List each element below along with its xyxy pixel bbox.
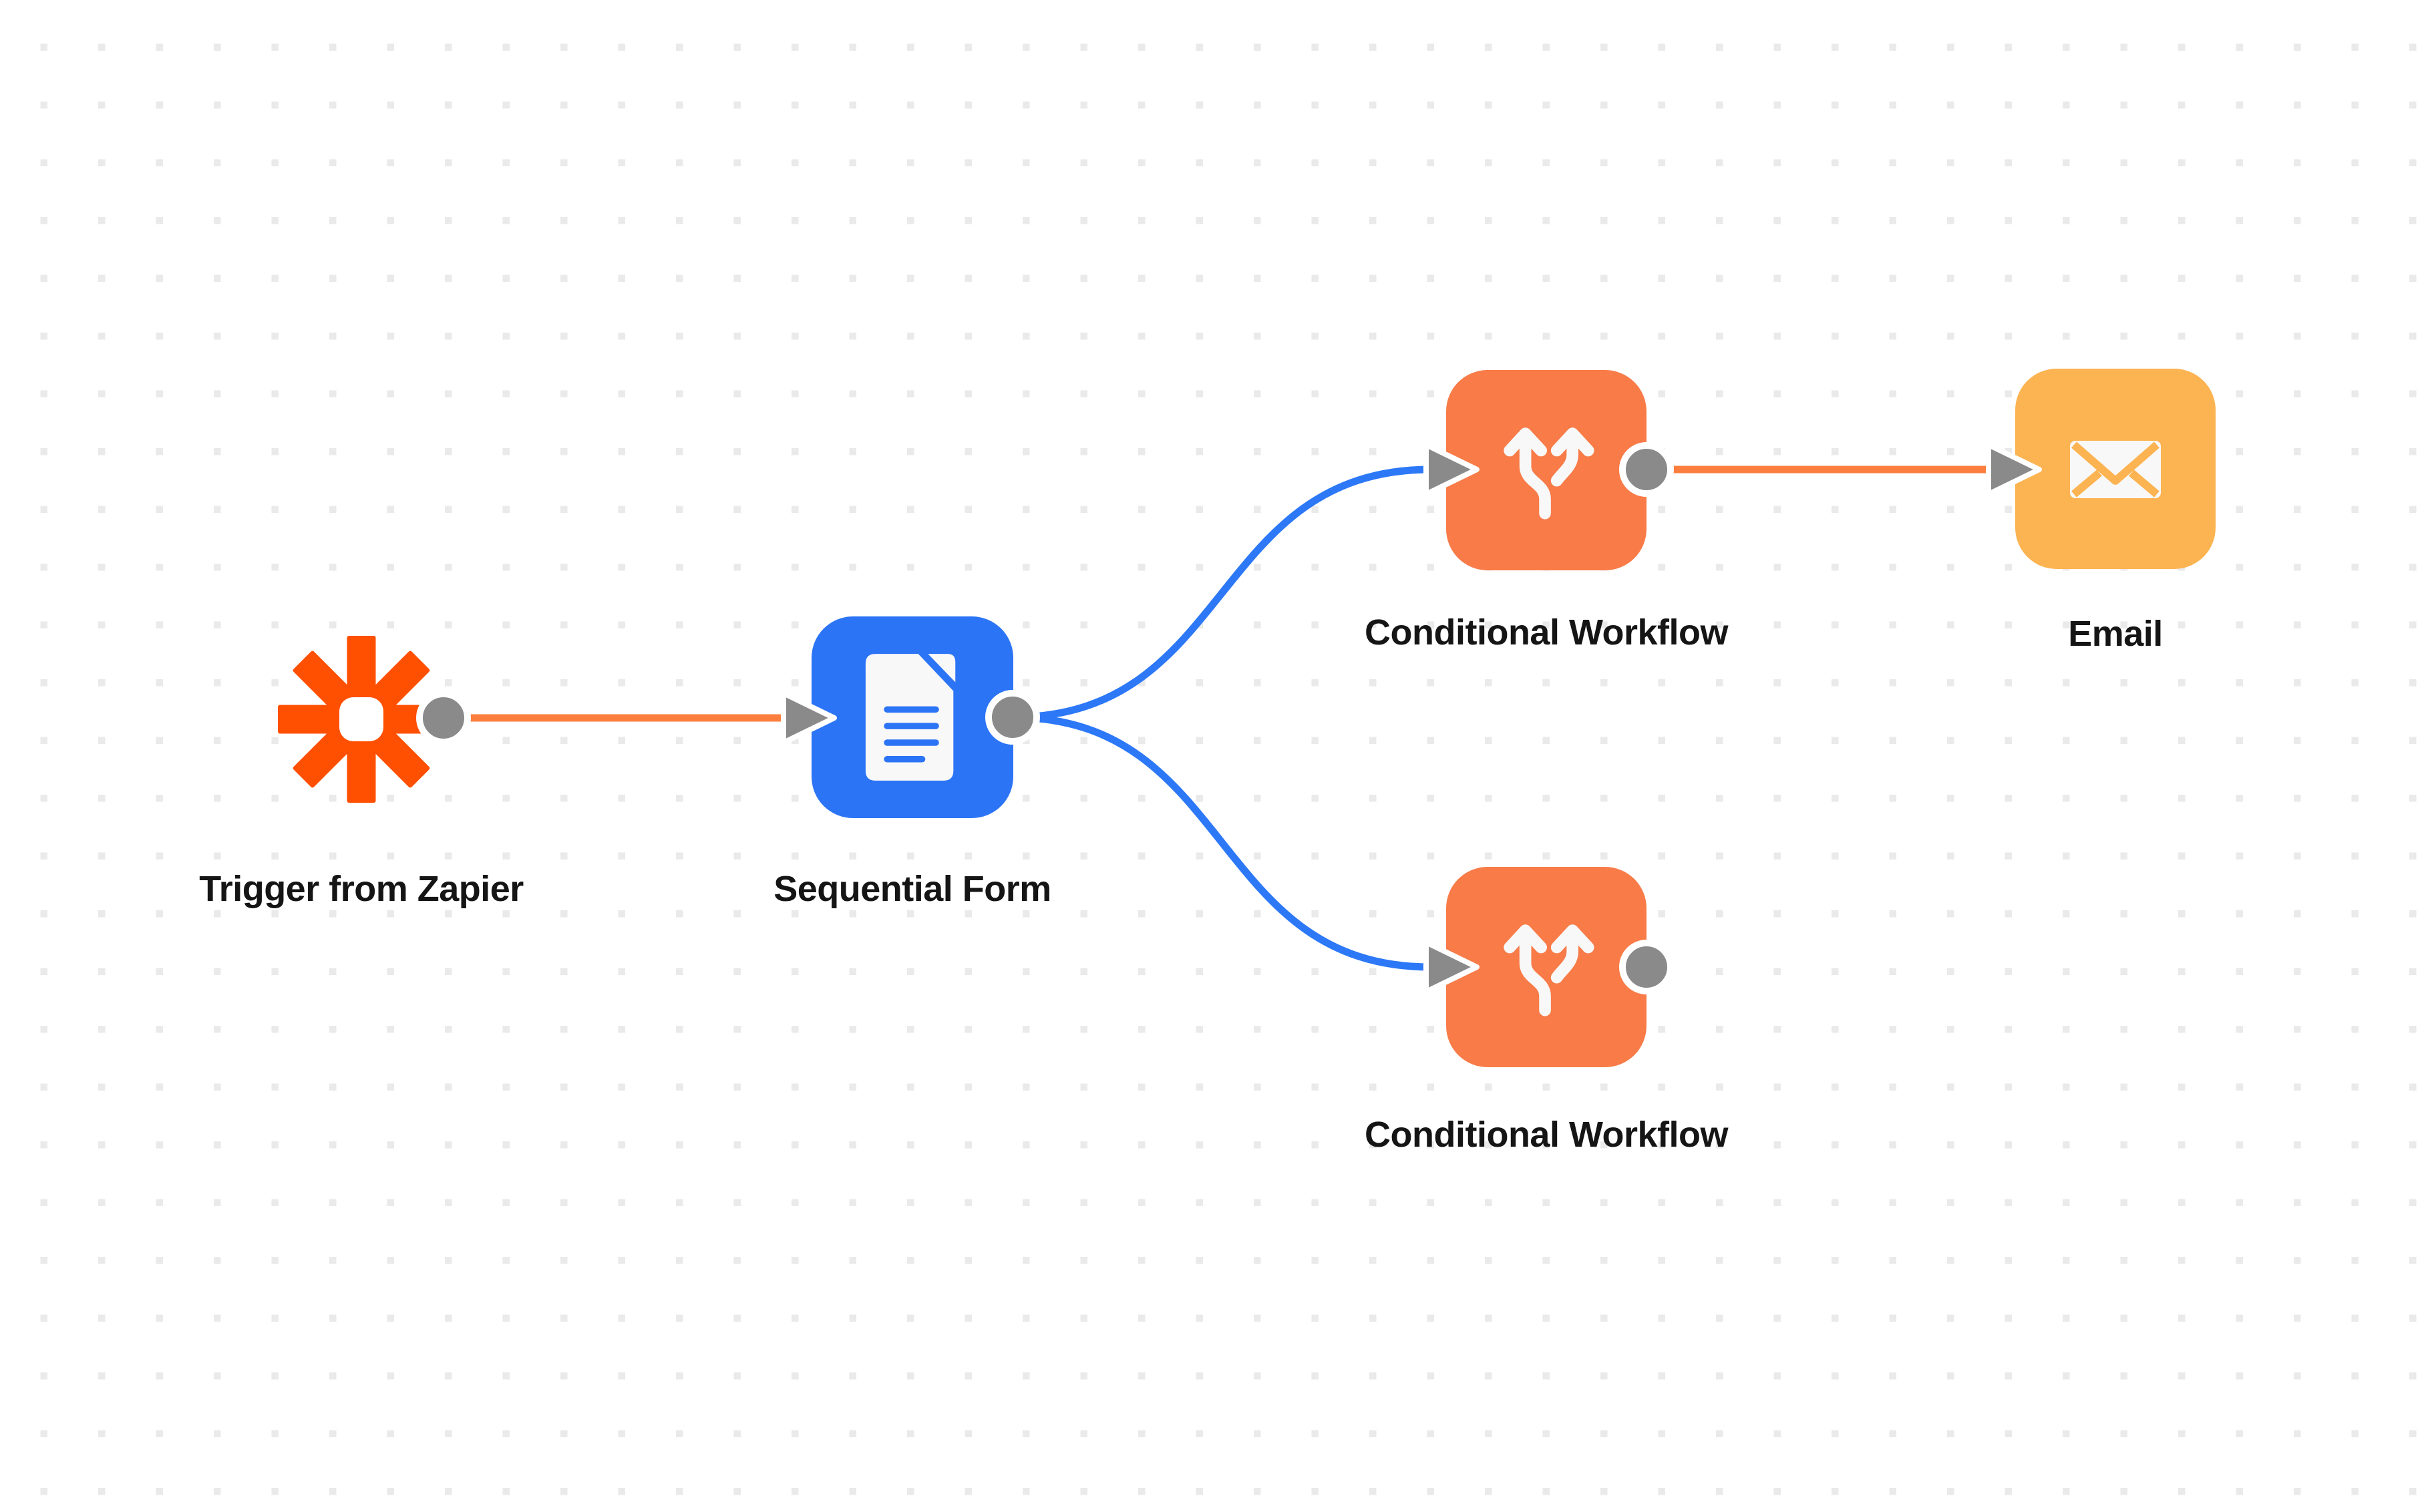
edge-form-to-conditional-top[interactable] [1012,465,1431,721]
node-label-conditional-workflow-top: Conditional Workflow [1365,612,1728,652]
input-port-arrow-conditional-bottom[interactable] [1423,940,1480,994]
node-sequential-form[interactable] [812,616,1013,818]
input-port-arrow-email[interactable] [1986,442,2042,497]
output-port-zapier[interactable] [416,691,471,745]
input-port-arrow-sequential-form[interactable] [781,691,837,745]
node-label-email: Email [2068,614,2163,654]
node-label-sequential-form: Sequential Form [773,869,1051,909]
zapier-asterisk-icon [278,636,445,803]
document-icon [865,654,956,781]
output-port-conditional-bottom[interactable] [1619,940,1674,994]
edge-form-to-conditional-bottom[interactable] [1012,713,1431,971]
output-port-conditional-top[interactable] [1619,442,1674,497]
branch-split-icon [1504,924,1594,1016]
input-port-arrow-conditional-top[interactable] [1423,442,1480,497]
envelope-icon [2070,441,2161,498]
node-trigger-zapier[interactable] [278,636,445,803]
node-email[interactable] [2015,369,2216,569]
branch-split-icon [1504,427,1594,520]
output-port-sequential-form[interactable] [985,690,1040,745]
node-label-trigger-zapier: Trigger from Zapier [199,869,524,909]
node-label-conditional-workflow-bottom: Conditional Workflow [1365,1115,1728,1155]
node-conditional-workflow-top[interactable] [1446,370,1647,570]
